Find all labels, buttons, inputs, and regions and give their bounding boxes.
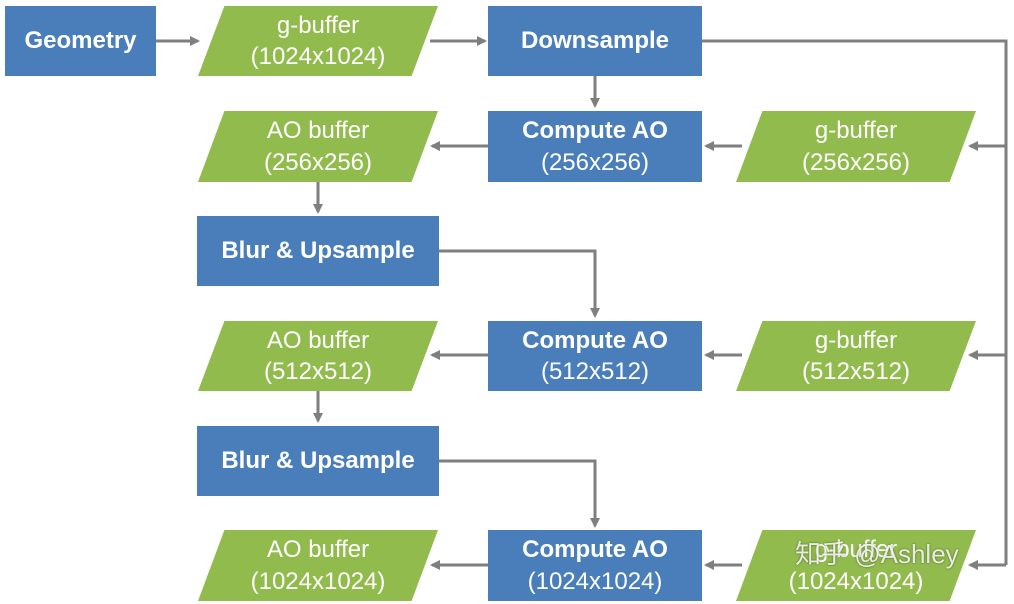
gbuffer-1024-top-box: g-buffer (1024x1024) <box>198 6 438 76</box>
ao-buffer-1024-box: AO buffer (1024x1024) <box>198 530 438 601</box>
gbuffer-1024-bottom-label: g-buffer <box>814 536 898 564</box>
gbuffer-512-box: g-buffer (512x512) <box>736 321 976 391</box>
gbuffer-256-box: g-buffer (256x256) <box>736 111 976 182</box>
ao-buffer-512-size: (512x512) <box>263 358 373 385</box>
gbuffer-1024-bottom-box: g-buffer (1024x1024) <box>736 530 976 601</box>
watermark-text: 知乎 @Ashley <box>795 539 959 569</box>
ao-buffer-256-box: AO buffer (256x256) <box>198 111 438 182</box>
arrow-blur-1-to-compute-512 <box>439 249 600 318</box>
ao-buffer-1024-size: (1024x1024) <box>250 567 386 595</box>
gbuffer-1024-top-label: g-buffer <box>276 11 360 39</box>
blur-upsample-1-label: Blur & Upsample <box>221 237 415 265</box>
ao-buffer-1024-label: AO buffer <box>266 536 370 564</box>
compute-ao-512-box: Compute AO (512x512) <box>488 321 702 391</box>
blur-upsample-1-box: Blur & Upsample <box>197 216 439 286</box>
geometry-box: Geometry <box>5 6 156 76</box>
arrow-blur-2-to-compute-1024 <box>439 459 600 528</box>
gbuffer-256-size: (256x256) <box>801 148 911 176</box>
ao-buffer-256-size: (256x256) <box>263 148 373 176</box>
ao-buffer-512-box: AO buffer (512x512) <box>198 321 438 391</box>
gbuffer-1024-top-size: (1024x1024) <box>250 43 386 70</box>
gbuffer-1024-bottom-size: (1024x1024) <box>788 567 924 595</box>
gbuffer-512-size: (512x512) <box>801 358 911 385</box>
blur-upsample-2-box: Blur & Upsample <box>197 426 439 496</box>
compute-ao-256-size: (256x256) <box>540 148 650 176</box>
compute-ao-256-label: Compute AO <box>522 117 668 145</box>
compute-ao-512-size: (512x512) <box>540 358 650 385</box>
downsample-box: Downsample <box>488 6 702 76</box>
downsample-label: Downsample <box>520 27 670 55</box>
arrow-bus-line <box>702 39 1008 565</box>
ao-buffer-512-label: AO buffer <box>266 326 370 354</box>
compute-ao-1024-size: (1024x1024) <box>527 567 663 595</box>
ao-buffer-256-label: AO buffer <box>266 117 370 145</box>
compute-ao-1024-label: Compute AO <box>522 536 668 564</box>
gbuffer-512-label: g-buffer <box>814 326 898 354</box>
compute-ao-512-label: Compute AO <box>522 326 668 354</box>
compute-ao-256-box: Compute AO (256x256) <box>488 111 702 182</box>
gbuffer-256-label: g-buffer <box>814 117 898 145</box>
compute-ao-1024-box: Compute AO (1024x1024) <box>488 530 702 601</box>
geometry-label: Geometry <box>24 27 137 55</box>
blur-upsample-2-label: Blur & Upsample <box>221 447 415 475</box>
